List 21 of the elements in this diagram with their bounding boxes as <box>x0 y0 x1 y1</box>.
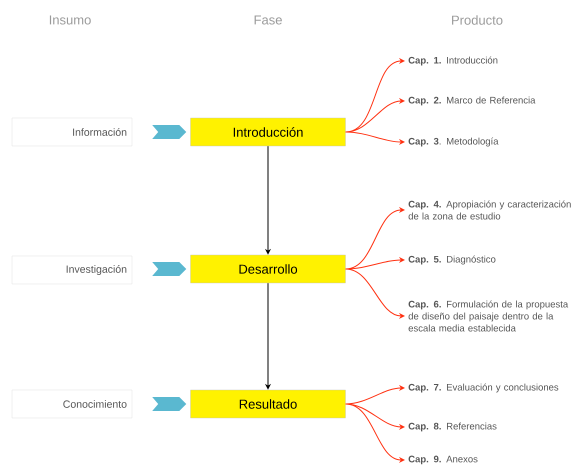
chapter-text: Cap. 4. Apropiación y caracterización de la zona de estudio <box>408 200 571 220</box>
chapter-text: Cap. 6. Formulación de la propuesta de diseño del paisaje dentro de la escala media establecida <box>408 300 568 332</box>
chapter-text: Cap. 9. Anexos <box>408 456 478 464</box>
phase-box: Resultado <box>190 390 346 418</box>
input-box: Información <box>12 118 132 146</box>
column-heading: Producto <box>452 15 502 25</box>
chapter-text: Cap. 5. Diagnóstico <box>408 256 496 264</box>
chapter-text: Cap. 2. Marco de Referencia <box>408 96 536 106</box>
chevron-arrow <box>152 262 186 276</box>
input-box: Conocimiento <box>12 390 132 418</box>
column-heading: Fase <box>254 15 282 25</box>
chapter-text: Cap. 3. Metodología <box>408 138 498 146</box>
phase-box: Desarrollo <box>190 254 346 284</box>
phase-box: Introducción <box>190 118 346 146</box>
chapter-text: Cap. 8. Referencias <box>408 422 497 432</box>
input-box: Investigación <box>12 256 132 284</box>
column-heading: Insumo <box>50 15 91 25</box>
chapter-text: Cap. 7. Evaluación y conclusiones <box>408 384 558 392</box>
chapter-text: Cap. 1. Introducción <box>408 56 498 66</box>
chevron-arrow <box>152 124 186 139</box>
chevron-arrow <box>152 396 186 411</box>
